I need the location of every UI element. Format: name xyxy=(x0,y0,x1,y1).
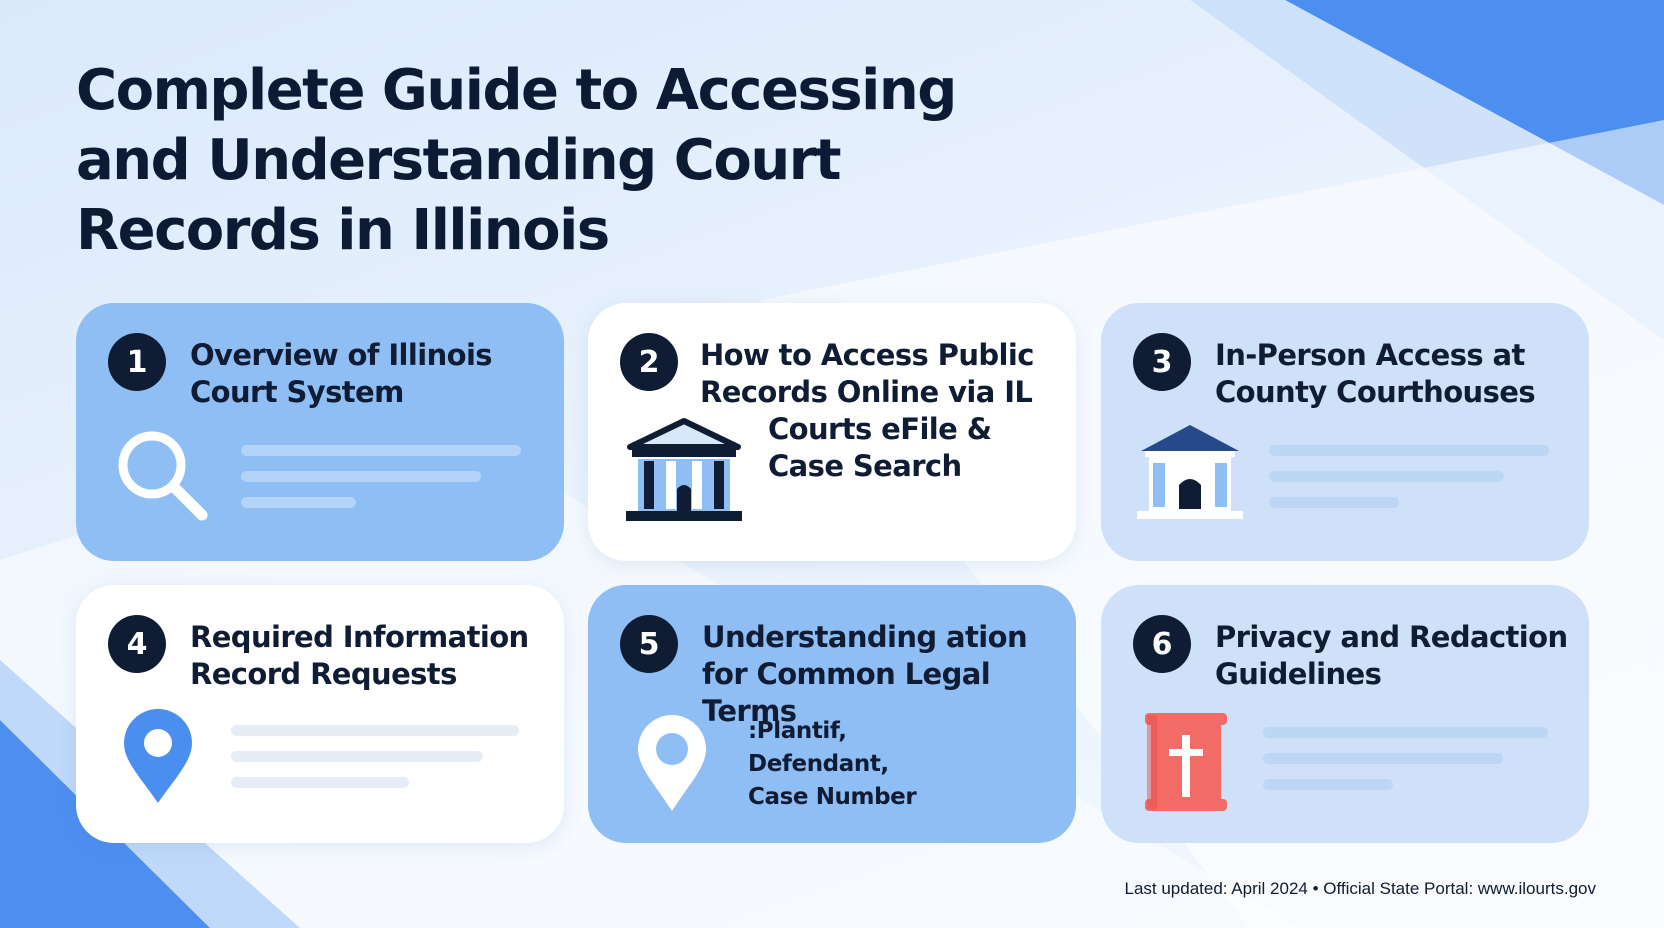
card-in-person-access[interactable]: 3 In-Person Access at County Courthouses xyxy=(1101,303,1589,561)
redaction-icon xyxy=(1145,713,1227,811)
card-title-line: How to Access Public xyxy=(700,338,1034,372)
courthouse-icon xyxy=(626,418,742,521)
placeholder-text-lines xyxy=(1269,445,1549,523)
placeholder-text-lines xyxy=(241,445,521,523)
magnifying-glass-icon xyxy=(118,431,208,521)
card-legal-terms[interactable]: 5 Understanding ation for Common Legal T… xyxy=(588,585,1076,843)
step-number-badge: 3 xyxy=(1133,333,1191,391)
card-title: Overview of Illinois Court System xyxy=(190,338,493,409)
page-title: Complete Guide to Accessing and Understa… xyxy=(76,58,957,263)
card-title-line: Records Online via IL xyxy=(700,375,1033,409)
legal-term: Defendant, xyxy=(748,751,889,777)
step-number-badge: 2 xyxy=(620,333,678,391)
card-required-information[interactable]: 4 Required Information Record Requests xyxy=(76,585,564,843)
step-number-badge: 5 xyxy=(620,615,678,673)
card-privacy-redaction[interactable]: 6 Privacy and Redaction Guidelines xyxy=(1101,585,1589,843)
card-title: Required Information Record Requests xyxy=(190,620,529,691)
placeholder-text-lines xyxy=(231,725,519,803)
step-number-badge: 1 xyxy=(108,333,166,391)
legal-terms-list: :Plantif, Defendant, Case Number xyxy=(748,715,917,814)
card-title-line: Case Search xyxy=(768,449,962,483)
location-pin-icon xyxy=(124,709,192,803)
card-title-line: Courts eFile & xyxy=(768,412,992,446)
step-number-badge: 6 xyxy=(1133,615,1191,673)
location-pin-icon xyxy=(638,715,706,811)
card-online-access[interactable]: 2 How to Access Public Records Online vi… xyxy=(588,303,1076,561)
step-number-badge: 4 xyxy=(108,615,166,673)
card-title: How to Access Public Records Online via … xyxy=(700,337,1070,485)
legal-term: :Plantif, xyxy=(748,718,847,744)
card-title: Understanding ation for Common Legal Ter… xyxy=(702,620,1028,728)
card-title: Privacy and Redaction Guidelines xyxy=(1215,620,1568,691)
courthouse-icon xyxy=(1137,425,1243,519)
legal-term: Case Number xyxy=(748,784,917,810)
placeholder-text-lines xyxy=(1263,727,1548,805)
card-court-system-overview[interactable]: 1 Overview of Illinois Court System xyxy=(76,303,564,561)
card-title: In-Person Access at County Courthouses xyxy=(1215,338,1536,409)
footer-note: Last updated: April 2024 • Official Stat… xyxy=(1124,879,1596,898)
